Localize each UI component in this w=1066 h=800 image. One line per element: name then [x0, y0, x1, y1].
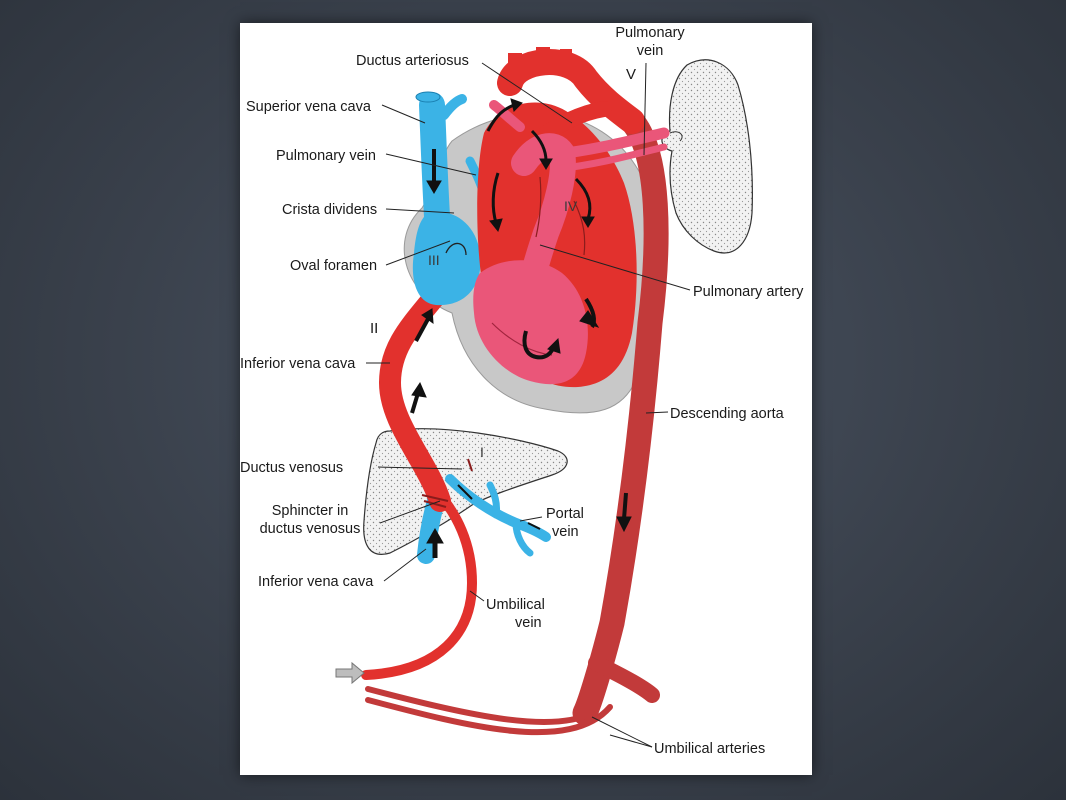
label-sphincter-2: ductus venosus — [260, 521, 361, 537]
aortic-bifurcation — [588, 655, 660, 703]
label-portal-vein-2: vein — [552, 524, 579, 540]
label-ductus-arteriosus: Ductus arteriosus — [356, 53, 469, 69]
pulmonary-artery-branch — [544, 127, 670, 161]
inferior-vena-cava-upper — [378, 274, 455, 512]
roman-iv: IV — [564, 198, 578, 214]
umbilical-vein — [361, 488, 478, 680]
label-inferior-vena-cava-upper: Inferior vena cava — [240, 356, 356, 372]
umbilical-entry-arrow — [335, 661, 365, 685]
label-ductus-venosus: Ductus venosus — [240, 460, 343, 476]
flow-arrows — [410, 98, 632, 558]
label-pulmonary-vein-top-2: vein — [637, 43, 664, 59]
lung — [661, 59, 753, 254]
fetal-circulation-diagram: Ductus arteriosus Pulmonary vein Superio… — [240, 25, 804, 757]
label-umbilical-vein-2: vein — [515, 615, 542, 631]
crista-dividens — [445, 242, 467, 256]
label-pulmonary-vein-left: Pulmonary vein — [276, 148, 376, 164]
aortic-arch — [497, 49, 645, 134]
label-umbilical-arteries: Umbilical arteries — [654, 741, 765, 757]
label-pulmonary-vein-top-1: Pulmonary — [615, 25, 685, 41]
diagram-slide: Ductus arteriosus Pulmonary vein Superio… — [240, 23, 812, 775]
label-inferior-vena-cava-lower: Inferior vena cava — [258, 574, 374, 590]
label-oval-foramen: Oval foramen — [290, 258, 377, 274]
label-superior-vena-cava: Superior vena cava — [246, 99, 372, 115]
roman-i: I — [480, 444, 484, 460]
roman-iii: III — [428, 252, 440, 268]
descending-aorta — [572, 108, 669, 726]
label-portal-vein-1: Portal — [546, 506, 584, 522]
label-umbilical-vein-1: Umbilical — [486, 597, 545, 613]
right-atrium — [412, 211, 481, 306]
label-sphincter-1: Sphincter in — [272, 503, 349, 519]
leader-lines — [366, 62, 691, 748]
sphincter-marker — [421, 494, 449, 508]
roman-v: V — [626, 66, 636, 83]
label-descending-aorta: Descending aorta — [670, 406, 785, 422]
label-crista-dividens: Crista dividens — [282, 202, 377, 218]
roman-ii: II — [370, 320, 378, 337]
umbilical-artery-1 — [365, 686, 595, 726]
label-pulmonary-artery: Pulmonary artery — [693, 284, 804, 300]
umbilical-artery-2 — [365, 697, 613, 736]
